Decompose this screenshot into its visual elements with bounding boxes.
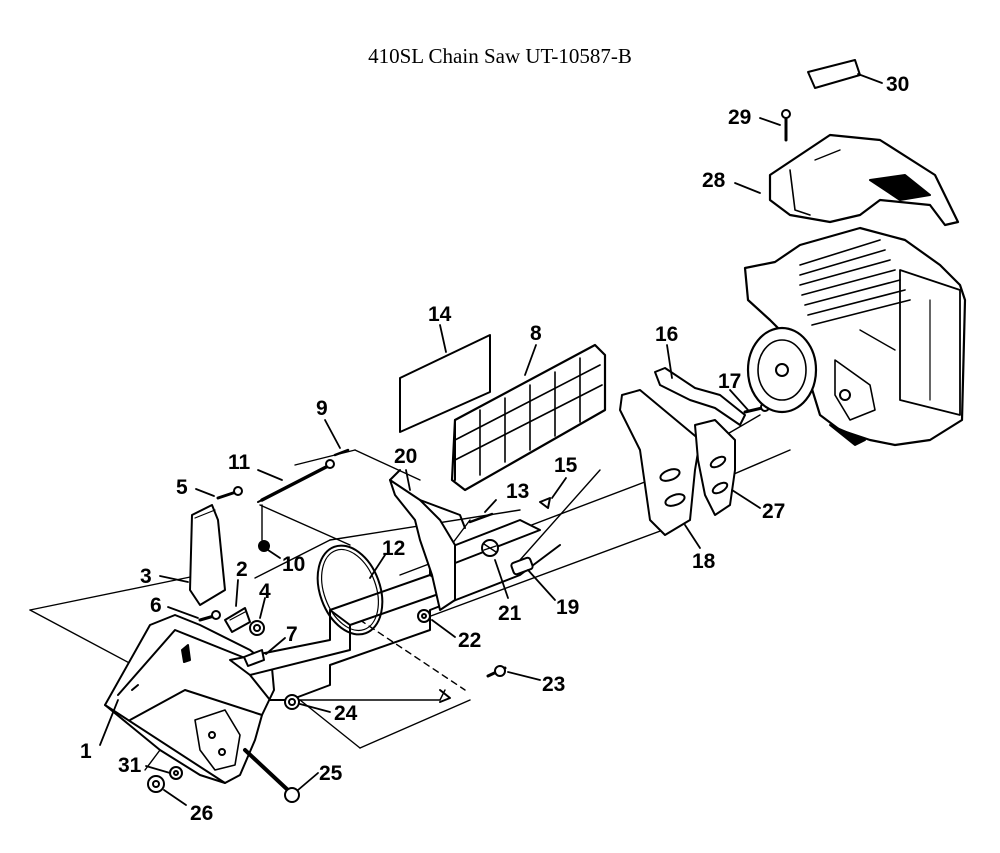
engine-block bbox=[743, 226, 967, 447]
callout-4: 4 bbox=[259, 580, 271, 603]
callout-24: 24 bbox=[334, 702, 358, 725]
part-1-handle-housing bbox=[104, 614, 275, 784]
callout-labels: 1 2 3 4 5 6 7 8 9 10 11 12 13 14 15 16 1… bbox=[80, 73, 909, 825]
callout-1: 1 bbox=[80, 740, 92, 763]
part-27-plate bbox=[694, 419, 736, 516]
part-20-linkage bbox=[389, 469, 466, 611]
callout-14: 14 bbox=[428, 303, 452, 326]
callout-31: 31 bbox=[118, 754, 142, 777]
callout-6: 6 bbox=[150, 594, 162, 617]
callout-17: 17 bbox=[718, 370, 741, 393]
callout-22: 22 bbox=[458, 629, 481, 652]
part-30-decal bbox=[807, 59, 861, 89]
callout-8: 8 bbox=[530, 322, 542, 345]
callout-18: 18 bbox=[692, 550, 716, 573]
callout-10: 10 bbox=[282, 553, 305, 576]
callout-25: 25 bbox=[319, 762, 343, 785]
leader-lines bbox=[99, 73, 883, 806]
part-16-bracket bbox=[654, 367, 746, 426]
callout-5: 5 bbox=[176, 476, 188, 499]
callout-30: 30 bbox=[886, 73, 909, 96]
callout-27: 27 bbox=[762, 500, 785, 523]
diagram-title: 410SL Chain Saw UT-10587-B bbox=[368, 44, 632, 68]
part-12-ring bbox=[316, 544, 384, 636]
callout-9: 9 bbox=[316, 397, 328, 420]
part-8-filter-grid bbox=[450, 343, 607, 492]
part-28-top-cover bbox=[768, 133, 960, 227]
callout-2: 2 bbox=[236, 558, 248, 581]
callout-7: 7 bbox=[286, 623, 298, 646]
callout-13: 13 bbox=[506, 480, 529, 503]
part-14-label bbox=[399, 334, 491, 433]
callout-3: 3 bbox=[140, 565, 152, 588]
callout-26: 26 bbox=[190, 802, 213, 825]
callout-21: 21 bbox=[498, 602, 522, 625]
callout-20: 20 bbox=[394, 445, 417, 468]
callout-28: 28 bbox=[702, 169, 726, 192]
callout-16: 16 bbox=[655, 323, 678, 346]
callout-11: 11 bbox=[228, 451, 251, 474]
part-18-guide-plate bbox=[619, 389, 701, 536]
callout-19: 19 bbox=[556, 596, 579, 619]
callout-23: 23 bbox=[542, 673, 565, 696]
part-2-plate bbox=[224, 607, 251, 633]
callout-29: 29 bbox=[728, 106, 751, 129]
callout-12: 12 bbox=[382, 537, 405, 560]
callout-15: 15 bbox=[554, 454, 578, 477]
part-29-screw bbox=[781, 109, 791, 142]
part-3-cover bbox=[189, 504, 226, 606]
fasteners bbox=[147, 402, 770, 803]
